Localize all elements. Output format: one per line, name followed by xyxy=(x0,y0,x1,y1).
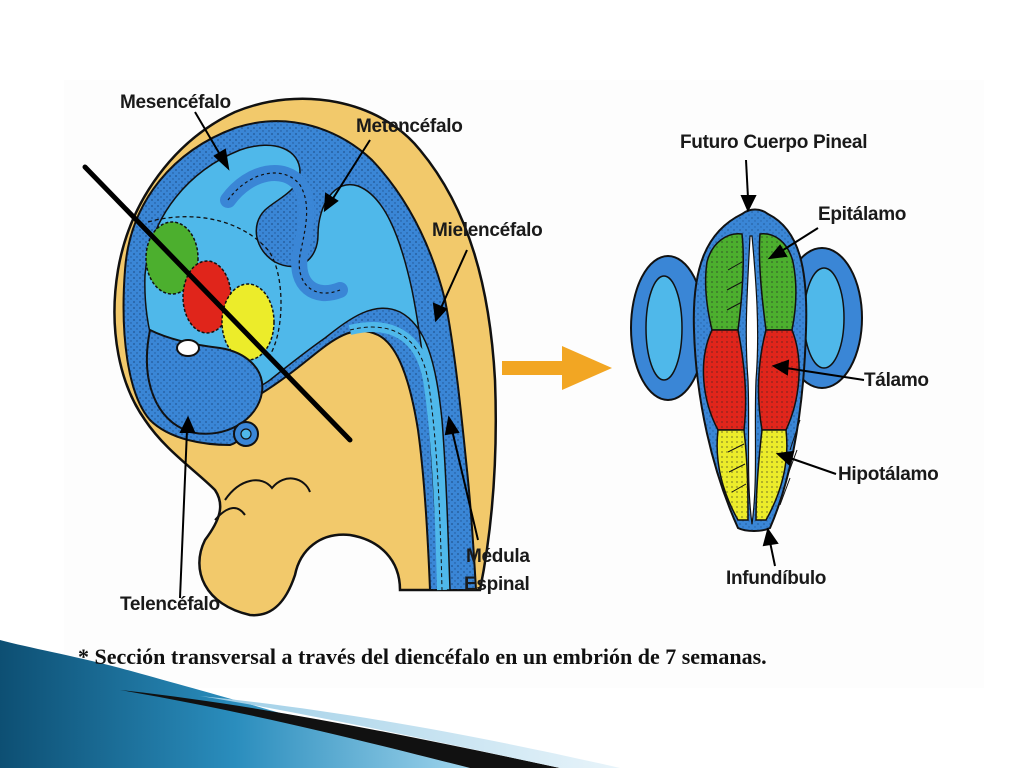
right-pointers xyxy=(740,159,865,567)
diencephalon-boundary xyxy=(147,216,282,356)
spinal-cord xyxy=(348,322,447,591)
optic-cup xyxy=(176,339,200,357)
transverse-section-illustration xyxy=(630,208,863,532)
left-pointers xyxy=(179,111,479,599)
transition-arrow xyxy=(502,346,612,390)
figure-caption: * Sección transversal a través del dienc… xyxy=(78,644,767,669)
third-ventricle xyxy=(745,235,759,525)
label-infundibulo: Infundíbulo xyxy=(726,568,827,589)
section-line xyxy=(82,164,353,443)
hypothalamus-region xyxy=(221,283,275,361)
label-talamo: Tálamo xyxy=(864,370,929,391)
label-medula-line2: Espinal xyxy=(464,574,530,595)
slide-decoration xyxy=(0,640,620,768)
label-hipotalamo: Hipotálamo xyxy=(838,464,939,485)
label-telencefalo: Telencéfalo xyxy=(120,594,220,615)
label-epitalamo: Epitálamo xyxy=(818,204,907,225)
label-mesencefalo: Mesencéfalo xyxy=(120,92,231,113)
label-metencefalo: Metencéfalo xyxy=(356,116,463,137)
sagittal-head-illustration xyxy=(82,97,497,617)
label-futuro-cuerpo-pineal: Futuro Cuerpo Pineal xyxy=(680,132,868,153)
label-medula-line1: Médula xyxy=(466,546,530,567)
pharyngeal-arches xyxy=(224,477,311,501)
label-mielencefalo: Mielencéfalo xyxy=(432,220,543,241)
